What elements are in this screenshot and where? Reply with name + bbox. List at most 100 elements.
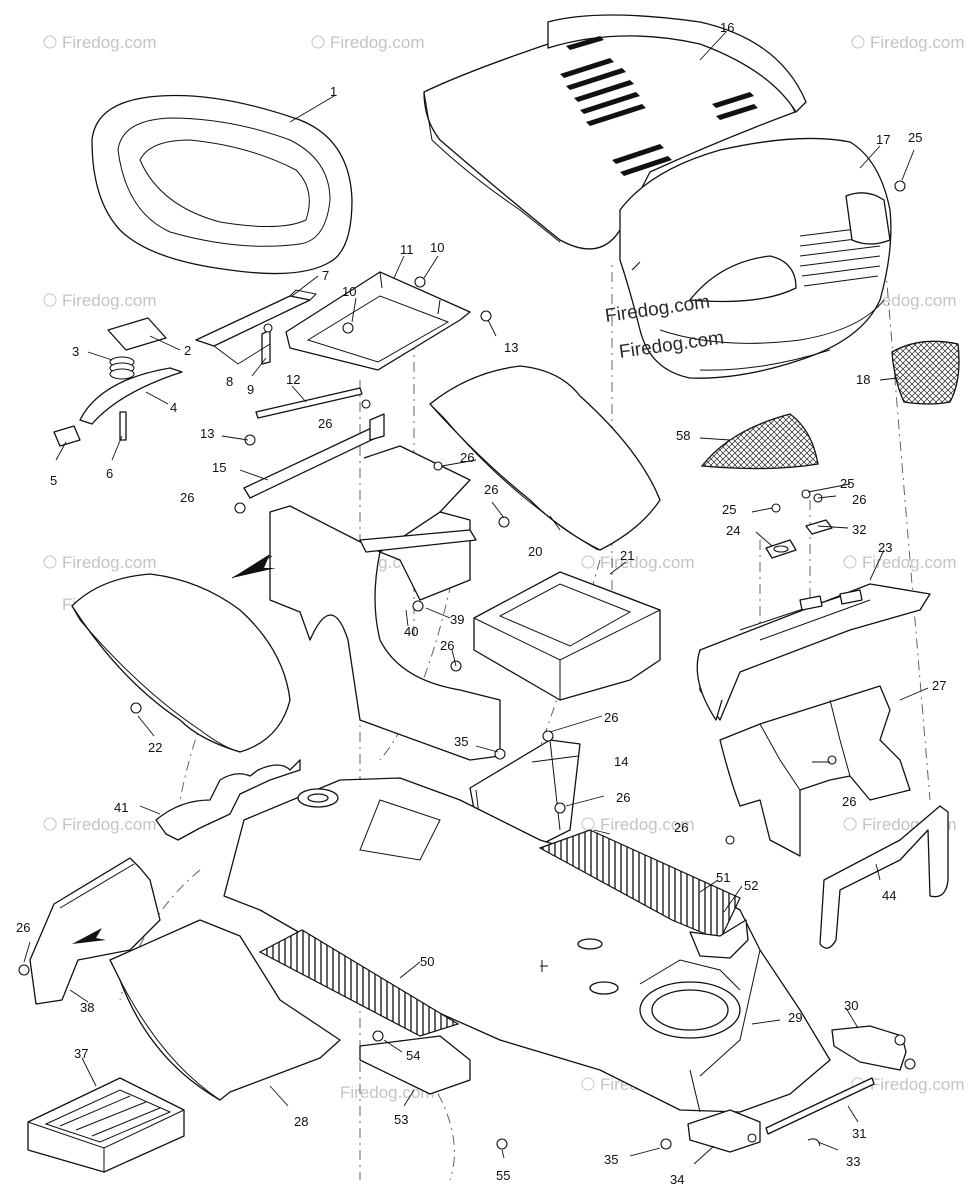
callout-39: 39 bbox=[450, 612, 464, 627]
callout-26: 26 bbox=[842, 794, 856, 809]
footrest-tread-left bbox=[258, 929, 460, 1037]
callout-6: 6 bbox=[106, 466, 113, 481]
callout-26: 26 bbox=[604, 710, 618, 725]
callout-40: 40 bbox=[404, 624, 418, 639]
hood-vents bbox=[560, 36, 758, 176]
mesh-screen-18 bbox=[891, 340, 960, 405]
main-frame bbox=[223, 777, 831, 1113]
callout-26: 26 bbox=[16, 920, 30, 935]
spring-bracket bbox=[155, 759, 301, 841]
seat-strap bbox=[243, 413, 385, 499]
callout-35: 35 bbox=[454, 734, 468, 749]
callout-26: 26 bbox=[616, 790, 630, 805]
callout-26: 26 bbox=[484, 482, 498, 497]
callout-22: 22 bbox=[148, 740, 162, 755]
watermark: Firedog.com bbox=[340, 1083, 434, 1102]
support-bracket bbox=[819, 805, 949, 949]
callout-10: 10 bbox=[342, 284, 356, 299]
callout-24: 24 bbox=[726, 523, 740, 538]
callout-26: 26 bbox=[318, 416, 332, 431]
callout-16: 16 bbox=[720, 20, 734, 35]
hitch-plate bbox=[687, 1109, 761, 1153]
leader-lines bbox=[23, 31, 929, 1165]
fender-left bbox=[71, 573, 291, 753]
callout-58: 58 bbox=[676, 428, 690, 443]
callout-labels: 1 2 3 4 5 6 7 8 9 10 10 11 12 13 13 14 1… bbox=[16, 20, 946, 1187]
seat-rod bbox=[255, 387, 363, 419]
direction-arrows bbox=[72, 554, 276, 944]
callout-13: 13 bbox=[504, 340, 518, 355]
hitch-rod bbox=[765, 1077, 875, 1135]
watermark: Firedog.com bbox=[62, 291, 156, 310]
watermark: Firedog.com bbox=[62, 33, 156, 52]
callout-3: 3 bbox=[72, 344, 79, 359]
rear-body-frame bbox=[269, 445, 501, 761]
rear-tray bbox=[473, 571, 661, 701]
callout-50: 50 bbox=[420, 954, 434, 969]
dash-panel bbox=[696, 583, 931, 721]
footrest-tread-right bbox=[538, 829, 741, 941]
watermark: Firedog.com bbox=[862, 553, 956, 572]
callout-2: 2 bbox=[184, 343, 191, 358]
seat-hardware bbox=[53, 317, 183, 447]
seat-pan bbox=[285, 271, 471, 371]
bushing-plate bbox=[765, 519, 833, 559]
watermark: Firedog.com bbox=[330, 33, 424, 52]
callout-12: 12 bbox=[286, 372, 300, 387]
callout-7: 7 bbox=[322, 268, 329, 283]
watermark: Firedog.com bbox=[62, 553, 156, 572]
callout-26: 26 bbox=[674, 820, 688, 835]
callout-11: 11 bbox=[400, 242, 414, 257]
callout-14: 14 bbox=[614, 754, 628, 769]
seat bbox=[91, 94, 353, 275]
rear-hitch-bracket bbox=[831, 1025, 916, 1071]
callout-37: 37 bbox=[74, 1046, 88, 1061]
callout-18: 18 bbox=[856, 372, 870, 387]
rear-fender-right bbox=[429, 365, 661, 551]
callout-25: 25 bbox=[722, 502, 736, 517]
watermark: Firedog.com bbox=[600, 815, 694, 834]
callout-30: 30 bbox=[844, 998, 858, 1013]
callout-21: 21 bbox=[620, 548, 634, 563]
callout-25: 25 bbox=[840, 476, 854, 491]
callout-32: 32 bbox=[852, 522, 866, 537]
callout-54: 54 bbox=[406, 1048, 420, 1063]
callout-17: 17 bbox=[876, 132, 890, 147]
callout-23: 23 bbox=[878, 540, 892, 555]
callout-9: 9 bbox=[247, 382, 254, 397]
callout-38: 38 bbox=[80, 1000, 94, 1015]
callout-13: 13 bbox=[200, 426, 214, 441]
mesh-screen-58 bbox=[700, 413, 819, 470]
callout-35: 35 bbox=[604, 1152, 618, 1167]
callout-10: 10 bbox=[430, 240, 444, 255]
callout-51: 51 bbox=[716, 870, 730, 885]
callout-55: 55 bbox=[496, 1168, 510, 1183]
callout-15: 15 bbox=[212, 460, 226, 475]
footrest-panel bbox=[109, 919, 341, 1101]
callout-33: 33 bbox=[846, 1154, 860, 1169]
callout-44: 44 bbox=[882, 888, 896, 903]
callout-52: 52 bbox=[744, 878, 758, 893]
grille: Firedog.com Firedog.com bbox=[604, 137, 892, 379]
dash-support bbox=[719, 685, 911, 857]
foot-strip-right bbox=[689, 919, 749, 959]
callout-53: 53 bbox=[394, 1112, 408, 1127]
callout-8: 8 bbox=[226, 374, 233, 389]
callout-27: 27 bbox=[932, 678, 946, 693]
watermark: Firedog.com bbox=[870, 1075, 964, 1094]
watermark: Firedog.com bbox=[600, 553, 694, 572]
callout-5: 5 bbox=[50, 473, 57, 488]
callout-28: 28 bbox=[294, 1114, 308, 1129]
callout-41: 41 bbox=[114, 800, 128, 815]
callout-1: 1 bbox=[330, 84, 337, 99]
watermark: Firedog.com bbox=[862, 291, 956, 310]
callout-26: 26 bbox=[440, 638, 454, 653]
callout-26: 26 bbox=[852, 492, 866, 507]
battery-tray bbox=[27, 1077, 185, 1173]
callout-4: 4 bbox=[170, 400, 177, 415]
foot-strip-left bbox=[359, 1035, 471, 1095]
watermark: Firedog.com bbox=[870, 33, 964, 52]
watermark: Firedog.com bbox=[62, 815, 156, 834]
callout-29: 29 bbox=[788, 1010, 802, 1025]
